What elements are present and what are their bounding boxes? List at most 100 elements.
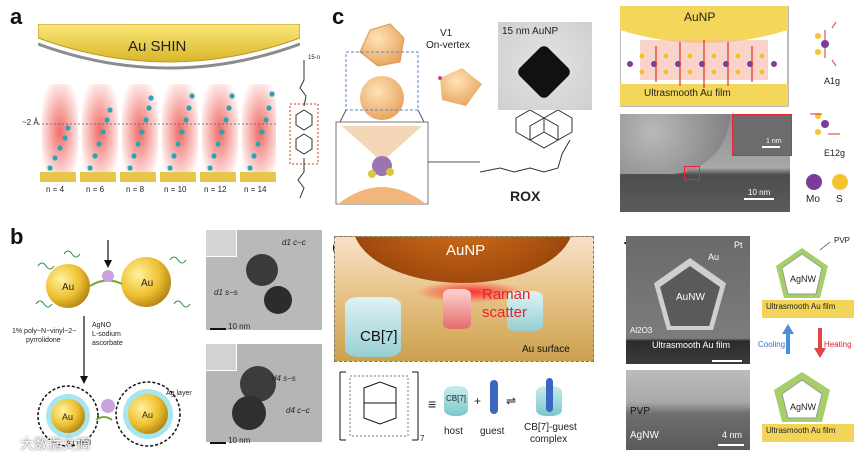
c-schematic <box>335 23 573 205</box>
panel-b-label: b <box>10 224 24 249</box>
f-scale: 4 nm <box>722 430 743 440</box>
legend-mo: Mo <box>806 194 820 205</box>
ag-layer: Ag layer <box>166 390 192 397</box>
shin-label: Au SHIN <box>128 38 187 55</box>
panel-e: e AuNP Ultrasmooth Au film A1g E12g Mo S… <box>610 0 865 222</box>
f-s-pvp: PVP <box>834 236 851 245</box>
n-label: n = 10 <box>164 185 187 194</box>
c-tem <box>498 22 592 110</box>
tem-label-d4cc: d4 c−c <box>286 406 310 415</box>
n-labels: n = 4 n = 6 n = 8 n = 10 n = 12 n = 14 <box>40 185 285 197</box>
panel-f: f Pt Au AuNW Al2O3 Ultrasmooth Au film P… <box>610 230 865 456</box>
f-s-agnw-1: AgNW <box>790 274 817 284</box>
scale-label: 10 nm <box>228 322 251 331</box>
equilibrium-arrow: ⇌ <box>506 394 517 408</box>
f-tem-top <box>626 236 750 364</box>
b-au-right: Au <box>141 278 154 289</box>
f-au: Au <box>708 252 720 262</box>
v1-line1: V1 <box>440 28 453 39</box>
v1-line2: On-vertex <box>426 40 470 51</box>
scheme-guest: guest <box>480 426 505 437</box>
scheme-complex-1: CB[7]-guest <box>524 422 577 433</box>
e-film: Ultrasmooth Au film <box>644 88 731 99</box>
complex-guest <box>546 378 553 412</box>
b-au-right2: Au <box>142 410 154 420</box>
agno3-text-2: L-sodium <box>92 331 121 338</box>
b-schematic <box>35 240 191 447</box>
tem-label-d4ss: d4 s−s <box>272 374 296 383</box>
mode-a1g <box>815 21 837 67</box>
d-cb7: CB[7] <box>360 328 398 345</box>
scale-bar <box>210 328 226 330</box>
c-tem-title: 15 nm AuNP <box>502 26 559 37</box>
cb7-structure <box>339 371 419 441</box>
pvp-text-2: pyrrolidone <box>26 337 61 344</box>
agno3-text-3: ascorbate <box>92 340 123 347</box>
legend-s: S <box>836 194 843 205</box>
scheme-cb7: CB[7] <box>446 394 467 403</box>
f-s-agnw-2: AgNW <box>790 402 817 412</box>
f-agnw-tem: AgNW <box>630 430 659 441</box>
n-label: n = 6 <box>86 185 105 194</box>
n-label: n = 14 <box>244 185 267 194</box>
mode-a1g-label: A1g <box>824 76 841 86</box>
b-au-left: Au <box>62 282 75 293</box>
b-tem-bottom <box>206 344 322 442</box>
molecule-sub: 15-n <box>308 55 321 61</box>
n-label: n = 4 <box>46 185 65 194</box>
f-scale-bar-top <box>712 360 742 362</box>
f-pvp-tem: PVP <box>630 406 651 417</box>
d-aunp: AuNP <box>446 242 486 259</box>
mode-e2g <box>810 113 840 135</box>
cb7-subscript: 7 <box>420 434 425 443</box>
inset-scale-bar <box>762 146 780 148</box>
gold-substrates <box>40 172 276 182</box>
cb7-shape <box>444 386 468 416</box>
sam-chains <box>36 84 276 179</box>
f-pt: Pt <box>734 240 743 250</box>
mo-dot <box>806 174 822 190</box>
f-s-heating: Heating <box>824 340 852 349</box>
f-schematic <box>762 241 854 442</box>
equiv-sign: ≡ <box>428 396 437 412</box>
f-al2o3: Al2O3 <box>630 326 653 335</box>
watermark: 大数据文摘 <box>20 436 90 452</box>
f-tem-bottom <box>626 370 750 450</box>
d-raman-2: scatter <box>482 304 528 321</box>
scale-bar <box>210 442 226 444</box>
rox-label: ROX <box>510 188 541 204</box>
e-schematic <box>620 6 789 107</box>
f-aunw: AuNW <box>676 292 705 303</box>
d-raman-1: Raman <box>482 286 531 303</box>
n-label: n = 12 <box>204 185 227 194</box>
f-s-film-2: Ultrasmooth Au film <box>766 426 836 435</box>
panel-b: b Au Au Au Au 1% poly−N−vinyl−2− pyrrol <box>0 222 330 456</box>
scale-label: 10 nm <box>228 436 251 445</box>
e-aunp: AuNP <box>684 10 716 24</box>
scheme-host: host <box>444 426 463 437</box>
d-scene <box>334 236 594 362</box>
e-tem <box>620 114 792 212</box>
f-s-cooling: Cooling <box>758 340 786 349</box>
s-dot <box>832 174 848 190</box>
main-scale: 10 nm <box>748 188 771 197</box>
molecule-structure <box>289 60 319 199</box>
panel-d: d AuNP Raman scatter CB[7] Au surface 7 … <box>330 230 600 456</box>
mode-e2g-label: E12g <box>824 148 846 158</box>
gap-label: ~2 Å <box>22 118 39 127</box>
shin-particle <box>38 24 300 70</box>
inset-scale: 1 nm <box>766 138 782 145</box>
panel-a: a Au SHIN <box>0 0 330 215</box>
main-scale-bar <box>744 198 774 200</box>
panel-c-label: c <box>332 4 345 29</box>
f-film-tem: Ultrasmooth Au film <box>652 340 731 350</box>
pvp-text-1: 1% poly−N−vinyl−2− <box>12 328 77 335</box>
n-label: n = 8 <box>126 185 145 194</box>
panel-c: c V1 On-vertex 15 nm AuNP ROX <box>330 0 600 222</box>
scheme-plus: + <box>474 394 482 408</box>
b-au-left2: Au <box>62 412 74 422</box>
tem-label-d1cc: d1 c−c <box>282 238 306 247</box>
d-surface: Au surface <box>522 344 570 355</box>
scheme-complex-2: complex <box>530 434 568 445</box>
f-scale-bar-bottom <box>718 444 744 446</box>
